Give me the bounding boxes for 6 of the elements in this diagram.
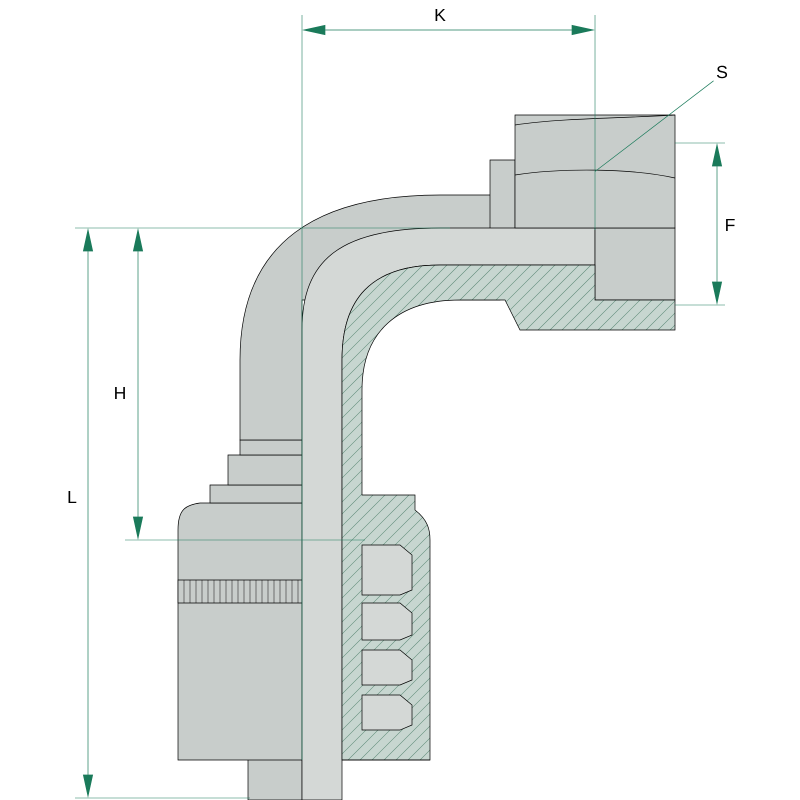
dimension-label: S xyxy=(716,66,728,78)
dimension-label: F xyxy=(726,218,735,232)
dimension-label: K xyxy=(436,8,446,22)
dimension-label: H xyxy=(115,386,125,400)
dimension-label: L xyxy=(68,490,76,504)
leader-line xyxy=(594,80,714,172)
